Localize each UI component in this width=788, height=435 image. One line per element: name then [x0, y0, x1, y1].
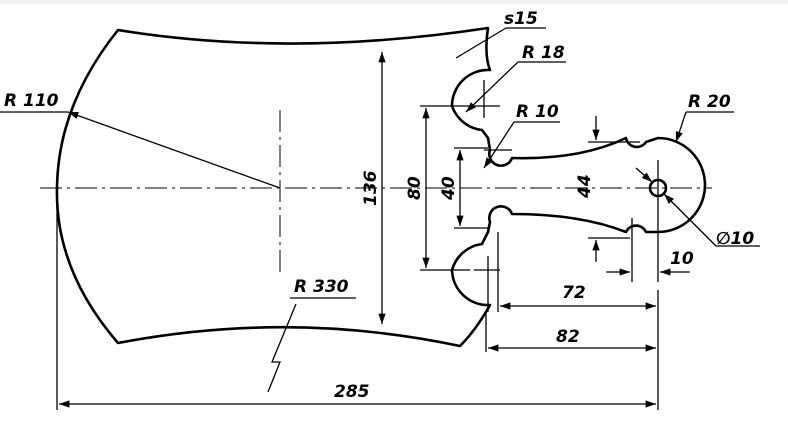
label-44: 44 — [575, 174, 595, 199]
leader-r20-diag — [675, 111, 687, 143]
label-136: 136 — [361, 170, 381, 206]
leader-r110 — [67, 111, 281, 189]
top-border-strip — [0, 0, 788, 4]
label-r18: R 18 — [522, 43, 565, 63]
label-r20: R 20 — [688, 92, 731, 112]
leader-s15 — [455, 27, 507, 59]
label-dia10: ∅10 — [716, 229, 754, 249]
leader-r10-diag — [483, 121, 515, 169]
label-r330: R 330 — [294, 277, 349, 297]
label-80: 80 — [405, 176, 425, 200]
part-outline — [55, 26, 707, 348]
leader-r330 — [267, 303, 297, 393]
label-r110: R 110 — [4, 91, 59, 111]
label-r10: R 10 — [516, 102, 559, 122]
label-285: 285 — [334, 382, 370, 402]
label-72: 72 — [562, 283, 586, 303]
label-40: 40 — [439, 176, 459, 201]
label-10: 10 — [670, 249, 694, 269]
leader-dia10 — [663, 193, 717, 247]
label-s15: s15 — [504, 9, 538, 29]
leader-r18-diag — [465, 61, 519, 113]
dia10-arrow-in — [635, 167, 653, 183]
label-82: 82 — [556, 327, 580, 347]
